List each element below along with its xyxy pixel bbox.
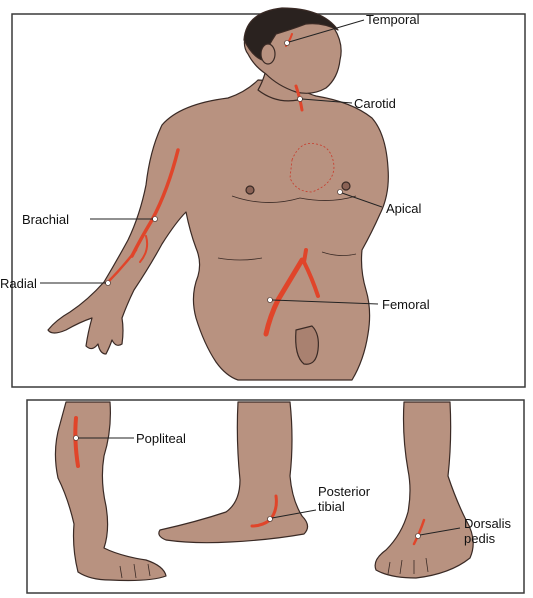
apical-dot <box>338 190 343 195</box>
popliteal-dot <box>74 436 79 441</box>
label-dorsalis-pedis-line2: pedis <box>464 531 496 546</box>
femoral-dot <box>268 298 273 303</box>
nipple-right <box>342 182 350 190</box>
posterior-tibial-dot <box>268 517 273 522</box>
label-radial: Radial <box>0 276 37 291</box>
radial-dot <box>106 281 111 286</box>
ankle-foot-shape <box>159 402 308 543</box>
label-apical: Apical <box>386 201 422 216</box>
label-carotid: Carotid <box>354 96 396 111</box>
calf-leg-shape <box>55 402 166 581</box>
torso-shape <box>48 80 388 380</box>
brachial-dot <box>153 217 158 222</box>
label-posterior-tibial-line1: Posterior <box>318 484 371 499</box>
label-popliteal: Popliteal <box>136 431 186 446</box>
label-brachial: Brachial <box>22 212 69 227</box>
label-dorsalis-pedis-line1: Dorsalis <box>464 516 511 531</box>
label-posterior-tibial-line2: tibial <box>318 499 345 514</box>
nipple-left <box>246 186 254 194</box>
temporal-dot <box>285 41 290 46</box>
label-femoral: Femoral <box>382 297 430 312</box>
label-temporal: Temporal <box>366 12 420 27</box>
torso-figure <box>48 8 388 380</box>
dorsalis-pedis-dot <box>416 534 421 539</box>
lower-figures <box>55 402 473 581</box>
ear-shape <box>261 44 275 64</box>
carotid-dot <box>298 97 303 102</box>
groin-shape <box>296 326 319 364</box>
dorsal-foot-shape <box>375 402 473 578</box>
aorta-stub <box>304 250 306 262</box>
